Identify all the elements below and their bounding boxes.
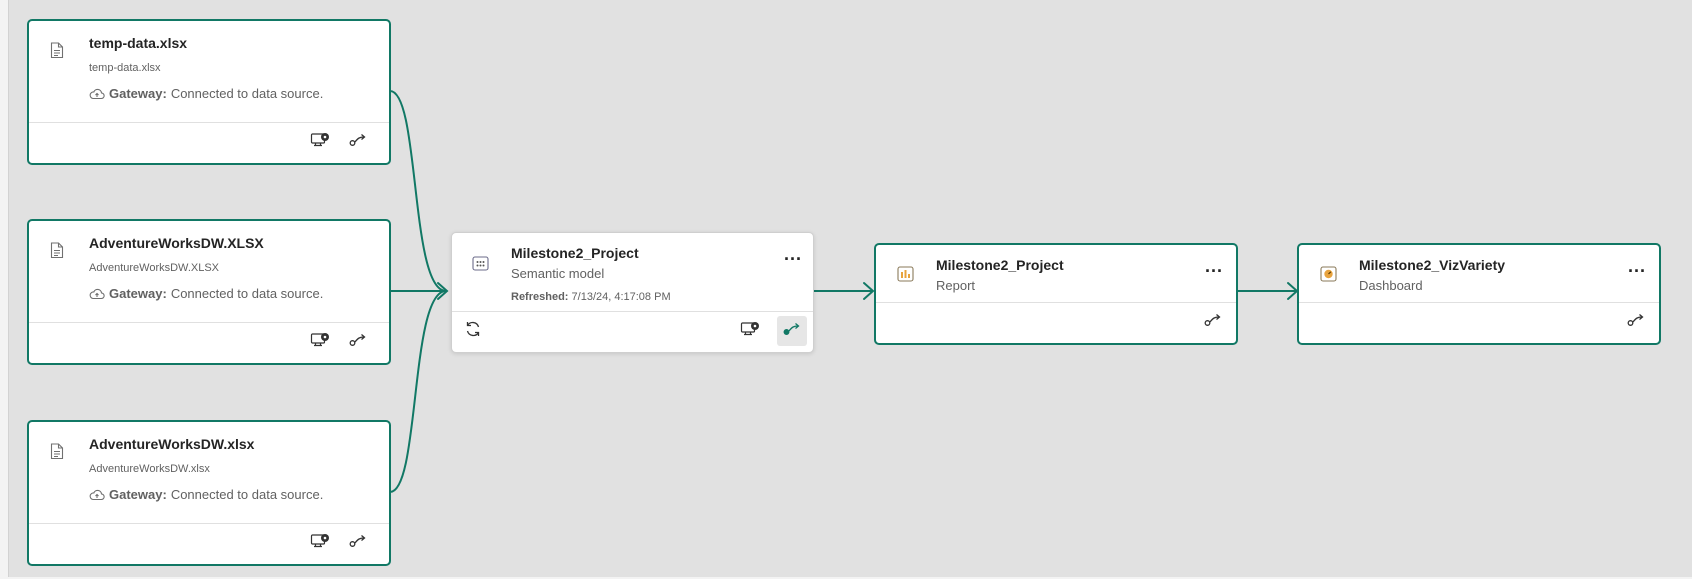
gateway-status-text: Connected to data source. — [170, 86, 324, 101]
refresh-button[interactable] — [458, 316, 488, 346]
file-icon — [49, 442, 65, 460]
gateway-settings-button[interactable] — [305, 528, 335, 558]
dashboard-type: Dashboard — [1359, 278, 1423, 293]
canvas-bottom-edge — [0, 577, 1692, 579]
report-type: Report — [936, 278, 976, 293]
source-subtitle: temp-data.xlsx — [89, 62, 161, 74]
source-card-adventureworks-upper[interactable]: AdventureWorksDW.XLSX AdventureWorksDW.X… — [27, 219, 391, 365]
link-adventureworks-lower-to-model — [389, 290, 447, 493]
source-card-adventureworks-lower[interactable]: AdventureWorksDW.xlsx AdventureWorksDW.x… — [27, 420, 391, 566]
show-lineage-button[interactable] — [777, 316, 807, 346]
file-icon — [49, 241, 65, 259]
gateway-settings-button[interactable] — [305, 327, 335, 357]
card-footer — [29, 122, 389, 163]
show-lineage-button[interactable] — [343, 327, 373, 357]
gateway-status-text: Connected to data source. — [170, 487, 324, 502]
cloud-upload-icon — [89, 288, 105, 300]
lineage-icon — [783, 322, 801, 341]
dashboard-title: Milestone2_VizVariety — [1359, 257, 1506, 273]
card-footer — [876, 302, 1236, 343]
refreshed-value: 7/13/24, 4:17:08 PM — [571, 291, 671, 303]
gateway-label: Gateway: — [109, 487, 167, 502]
source-subtitle: AdventureWorksDW.xlsx — [89, 463, 210, 475]
report-card[interactable]: Milestone2_Project Report ... — [874, 243, 1238, 345]
lineage-icon — [349, 333, 367, 352]
gateway-settings-icon — [310, 332, 330, 353]
dashboard-icon — [1319, 265, 1337, 283]
semantic-model-type: Semantic model — [511, 266, 605, 281]
show-lineage-button[interactable] — [1621, 307, 1651, 337]
source-card-temp-data[interactable]: temp-data.xlsx temp-data.xlsx Gateway: C… — [27, 19, 391, 165]
gateway-status: Gateway: Connected to data source. — [89, 286, 323, 301]
card-footer — [29, 322, 389, 363]
lineage-icon — [1627, 313, 1645, 332]
cloud-upload-icon — [89, 88, 105, 100]
more-options-button[interactable]: ... — [1204, 256, 1223, 276]
canvas-left-edge — [0, 0, 9, 579]
show-lineage-button[interactable] — [1198, 307, 1228, 337]
gateway-label: Gateway: — [109, 86, 167, 101]
arrowhead-model — [437, 282, 449, 300]
report-icon — [896, 265, 914, 283]
refreshed-label: Refreshed: — [511, 291, 569, 303]
lineage-icon — [349, 534, 367, 553]
gateway-settings-icon — [740, 321, 760, 342]
dashboard-card[interactable]: Milestone2_VizVariety Dashboard ... — [1297, 243, 1661, 345]
lineage-icon — [349, 133, 367, 152]
arrowhead-report — [863, 282, 875, 300]
show-lineage-button[interactable] — [343, 127, 373, 157]
source-title: AdventureWorksDW.xlsx — [89, 436, 255, 452]
semantic-model-title: Milestone2_Project — [511, 245, 639, 261]
arrowhead-dashboard — [1287, 282, 1299, 300]
more-options-button[interactable]: ... — [783, 244, 802, 264]
cloud-upload-icon — [89, 489, 105, 501]
file-icon — [49, 41, 65, 59]
lineage-icon — [1204, 313, 1222, 332]
card-footer — [1299, 302, 1659, 343]
link-temp-data-to-model — [389, 90, 447, 292]
gateway-settings-icon — [310, 132, 330, 153]
gateway-label: Gateway: — [109, 286, 167, 301]
show-lineage-button[interactable] — [343, 528, 373, 558]
semantic-model-icon — [471, 254, 489, 272]
gateway-settings-button[interactable] — [735, 316, 765, 346]
source-subtitle: AdventureWorksDW.XLSX — [89, 262, 220, 274]
source-title: AdventureWorksDW.XLSX — [89, 235, 264, 251]
gateway-settings-button[interactable] — [305, 127, 335, 157]
refreshed-timestamp: Refreshed: 7/13/24, 4:17:08 PM — [511, 291, 671, 303]
gateway-status: Gateway: Connected to data source. — [89, 487, 323, 502]
semantic-model-card[interactable]: Milestone2_Project Semantic model Refres… — [451, 232, 814, 353]
card-footer — [452, 311, 813, 352]
source-title: temp-data.xlsx — [89, 35, 188, 51]
card-footer — [29, 523, 389, 564]
report-title: Milestone2_Project — [936, 257, 1064, 273]
refresh-icon — [464, 320, 482, 343]
more-options-button[interactable]: ... — [1627, 256, 1646, 276]
gateway-status-text: Connected to data source. — [170, 286, 324, 301]
gateway-status: Gateway: Connected to data source. — [89, 86, 323, 101]
gateway-settings-icon — [310, 533, 330, 554]
